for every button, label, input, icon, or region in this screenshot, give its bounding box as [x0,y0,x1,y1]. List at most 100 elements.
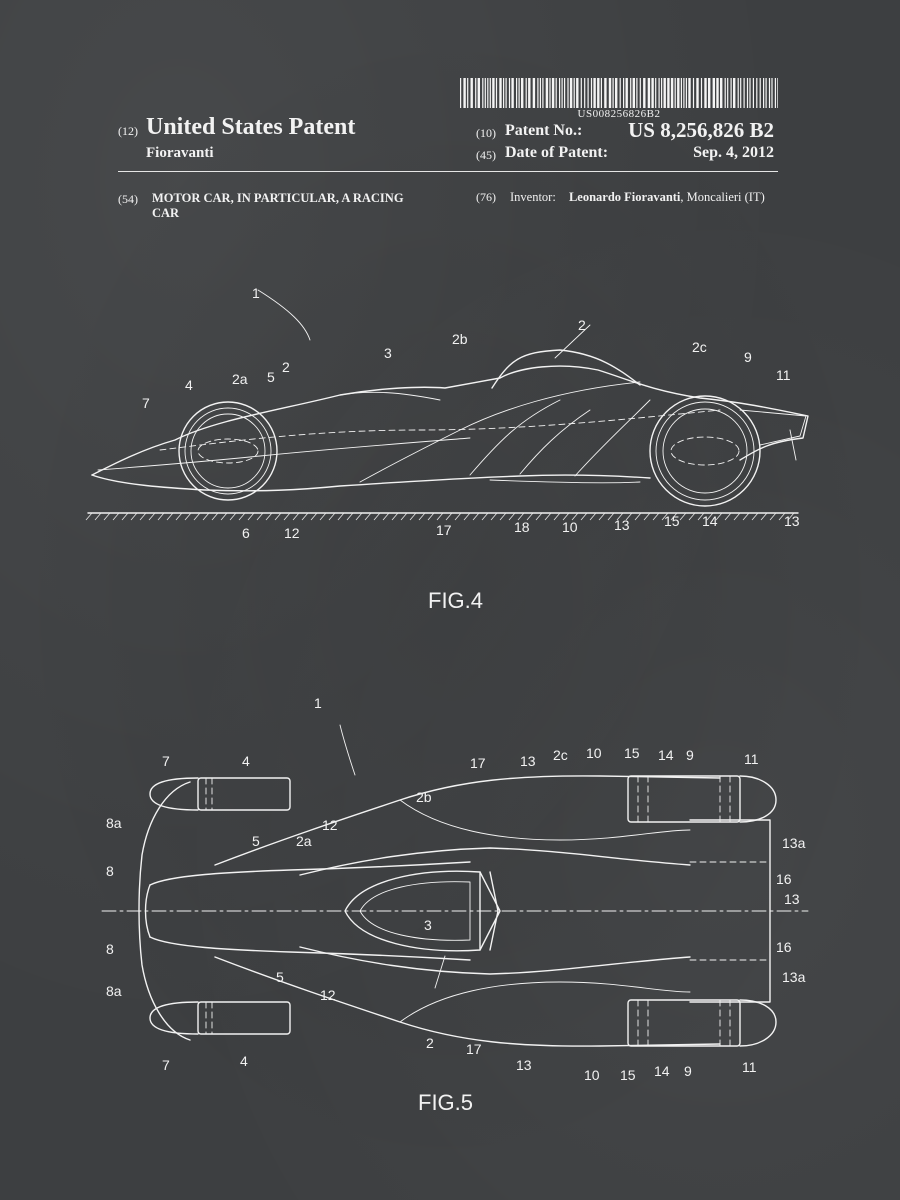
fig4-label-2a: 2a [232,371,248,387]
barcode-bar [733,78,736,108]
ground-hatch-mark [427,512,435,521]
fig4-label-5: 5 [267,369,275,385]
fig5-label-9-top: 9 [686,747,694,763]
fig4-label-13-right: 13 [784,513,800,529]
front-endplate-top [149,777,199,811]
fig5-label-12-bottom: 12 [320,987,336,1003]
hidden-line [159,409,721,451]
barcode-bar [777,78,778,108]
ground-hatch-mark [706,512,714,521]
barcode-bar [511,78,514,108]
ground-hatch-mark [526,512,534,521]
barcode-bar [655,78,657,108]
barcode-bar [708,78,711,108]
ref-arrow-2 [554,324,591,359]
cockpit-line-top [299,847,691,876]
barcode-bar [724,78,726,108]
ground-hatch-mark [418,512,426,521]
ground-hatch-mark [121,512,129,521]
front-wheel [178,401,278,501]
title-code: (54) [118,192,138,206]
ground-hatch-mark [751,512,759,521]
ground-hatch-mark [310,512,318,521]
fig5-label-14-bottom: 14 [654,1063,670,1079]
barcode-bar [696,78,699,108]
ground-hatch-mark [652,512,660,521]
barcode-bar [700,78,703,108]
barcode-bar [680,78,682,108]
ground-hatch-mark [103,512,111,521]
ground-hatch-mark [724,512,732,521]
barcode-bar [542,78,544,108]
barcode-bar [608,78,612,108]
barcode-bar [503,78,505,108]
rear-diffuser [789,429,797,461]
barcode-bar [756,78,758,108]
ground-hatch-mark [607,512,615,521]
barcode-bar [763,78,765,108]
barcode-bar [487,78,489,108]
ground-hatch-mark [697,512,705,521]
barcode-bar [551,78,555,108]
barcode-bar [619,78,621,108]
barcode-bar [593,78,596,108]
fig5-label-4-top: 4 [242,753,250,769]
ground-hatch-mark [400,512,408,521]
barcode-bar [737,78,739,108]
nose-line [97,437,471,471]
ground-hatch-mark [643,512,651,521]
sidepod-bottom [399,981,691,1023]
fig5-label-7-top: 7 [162,753,170,769]
ref-arrow-1 [339,724,356,776]
fig4-label-2c: 2c [692,339,707,355]
ground-hatch-mark [580,512,588,521]
roll-hoop [491,349,641,389]
ground-hatch-mark [769,512,777,521]
barcode-bar [492,78,495,108]
ground-hatch-mark [184,512,192,521]
ground-hatch-mark [148,512,156,521]
ground-hatch-mark [247,512,255,521]
barcode-bar [467,78,469,108]
fig5-label-10-bottom: 10 [584,1067,600,1083]
fig4-label-2b: 2b [452,331,468,347]
barcode-bar [549,78,551,108]
ground-hatch-mark [94,512,102,521]
ground-hatch-mark [373,512,381,521]
ground-hatch-mark [544,512,552,521]
barcode-bar [559,78,561,108]
ground-hatch-mark [391,512,399,521]
fig4-label-15: 15 [664,513,680,529]
barcode-bar [625,78,628,108]
barcode-bar [482,78,484,108]
ground-hatch-mark [562,512,570,521]
fig5-label-17-top: 17 [470,755,486,771]
barcode-bar [704,78,707,108]
fig5-label-13a-top: 13a [782,835,806,851]
barcode-bar [495,78,498,108]
barcode-bar [539,78,541,108]
roll-hoop-top [479,871,501,951]
fig5-label-2c: 2c [553,747,568,763]
ground-hatch-mark [229,512,237,521]
ground-hatch-mark [661,512,669,521]
barcode-bar [692,78,695,108]
fig4-caption: FIG.4 [428,588,483,613]
barcode-bar [489,78,491,108]
barcode-bar [630,78,632,108]
fig4-label-10: 10 [562,519,578,535]
rear-wing-hidden [689,861,771,961]
fig4-label-9: 9 [744,349,752,365]
fig5-label-16-bottom: 16 [776,939,792,955]
barcode-bar [765,78,767,108]
barcode-bar [545,78,549,108]
patent-no-code: (10) [476,126,496,140]
barcode-bar [730,78,732,108]
rear-wheel-hidden-lines [637,775,731,1047]
fig4-label-18: 18 [514,519,530,535]
fig5-label-16-top: 16 [776,871,792,887]
fig5-label-9-bottom: 9 [684,1063,692,1079]
barcode-bar [521,78,524,108]
body-bottom-outline [214,956,721,1047]
ground-hatch-mark [616,512,624,521]
